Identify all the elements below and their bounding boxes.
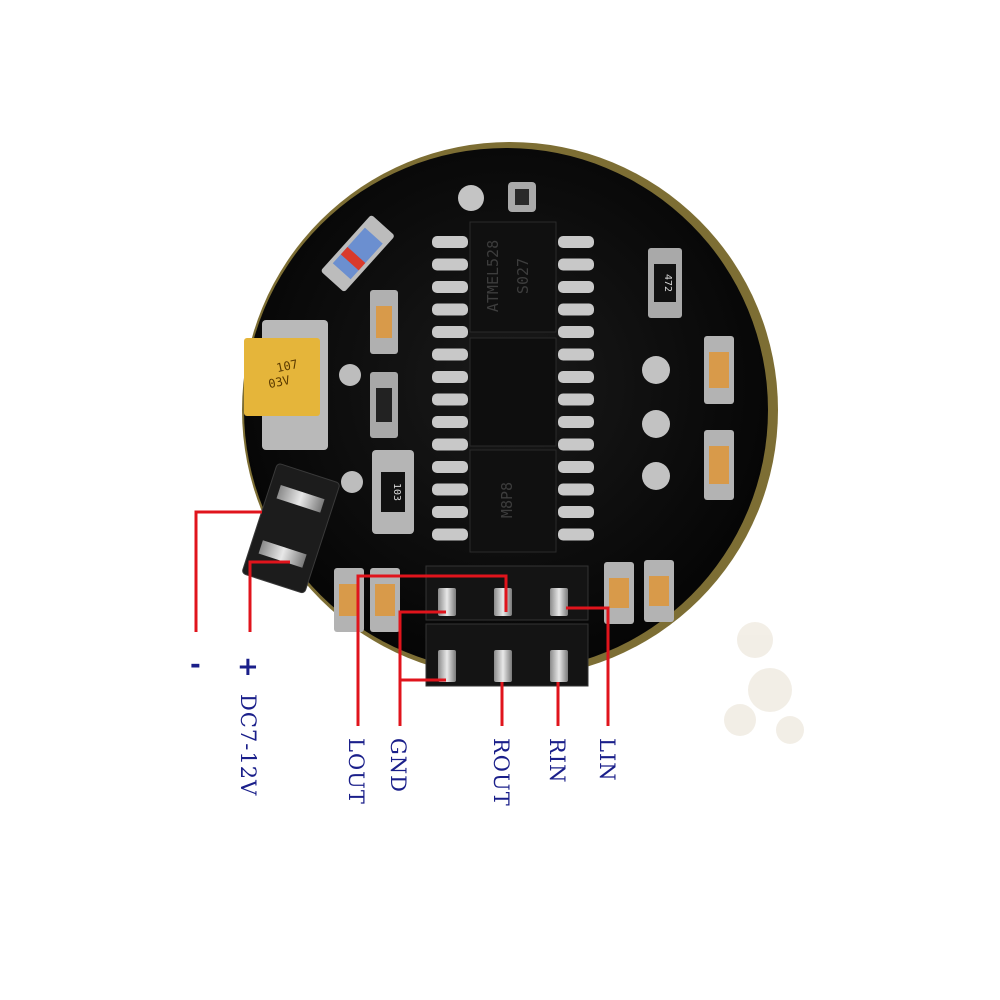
chip-pin <box>558 258 594 271</box>
chip-pin <box>432 303 468 316</box>
wire-lin <box>566 606 610 726</box>
chip-pin <box>432 236 468 248</box>
resistor-right-marking: 472 <box>662 274 673 292</box>
chip-pin <box>558 506 594 518</box>
chip-pin <box>432 371 468 383</box>
chip-pin <box>432 438 468 451</box>
wire-minus <box>194 510 262 632</box>
chip-pin <box>558 528 594 541</box>
chip-pin <box>432 326 468 338</box>
chip-pin <box>432 393 468 406</box>
top-pads <box>458 182 536 212</box>
tantalum-marking-1: 107 <box>275 357 299 375</box>
chip-pin <box>432 258 468 271</box>
resistor-left-marking: 103 <box>391 483 402 501</box>
tantalum-marking-2: 03V <box>267 373 291 391</box>
rout-label: ROUT <box>489 738 513 807</box>
chip-pin <box>558 281 594 293</box>
plus-label: + <box>237 652 259 682</box>
leader-wires <box>194 510 610 726</box>
lower-chip-marking: M8P8 <box>498 482 516 518</box>
chip-pin <box>432 483 468 496</box>
wire-gnd-top <box>398 610 446 726</box>
chip-pins <box>432 236 594 541</box>
rin-label: RIN <box>545 738 569 784</box>
chip-pin <box>432 416 468 428</box>
wire-plus <box>248 560 290 632</box>
upper-chip-marking-2: S027 <box>514 258 532 294</box>
wire-lout <box>356 574 508 726</box>
ic-chips: ATMEL528 S027 M8P8 <box>469 221 557 553</box>
smd-components-left: 103 <box>339 290 414 534</box>
lout-label: LOUT <box>344 738 368 805</box>
chip-pin <box>558 326 594 338</box>
chip-pin <box>432 461 468 473</box>
chip-pin <box>558 236 594 248</box>
minus-label: - <box>190 650 201 680</box>
chip-pin <box>558 303 594 316</box>
chip-pin <box>558 438 594 451</box>
lin-label: LIN <box>595 738 619 782</box>
power-header <box>242 463 340 594</box>
tantalum-capacitor: 107 03V <box>244 320 328 450</box>
watermark-logo <box>724 622 804 744</box>
chip-pin <box>432 528 468 541</box>
chip-pin <box>432 348 468 361</box>
chip-pin <box>432 281 468 293</box>
diode <box>321 215 394 292</box>
smd-components-right: 472 <box>334 248 734 632</box>
chip-pin <box>558 371 594 383</box>
chip-pin <box>432 506 468 518</box>
chip-pin <box>558 416 594 428</box>
chip-pin <box>558 483 594 496</box>
voltage-label: DC7-12V <box>236 694 260 797</box>
chip-pin <box>558 393 594 406</box>
chip-pin <box>558 461 594 473</box>
chip-pin <box>558 348 594 361</box>
upper-chip-marking-1: ATMEL528 <box>484 240 502 312</box>
gnd-label: GND <box>386 738 410 793</box>
